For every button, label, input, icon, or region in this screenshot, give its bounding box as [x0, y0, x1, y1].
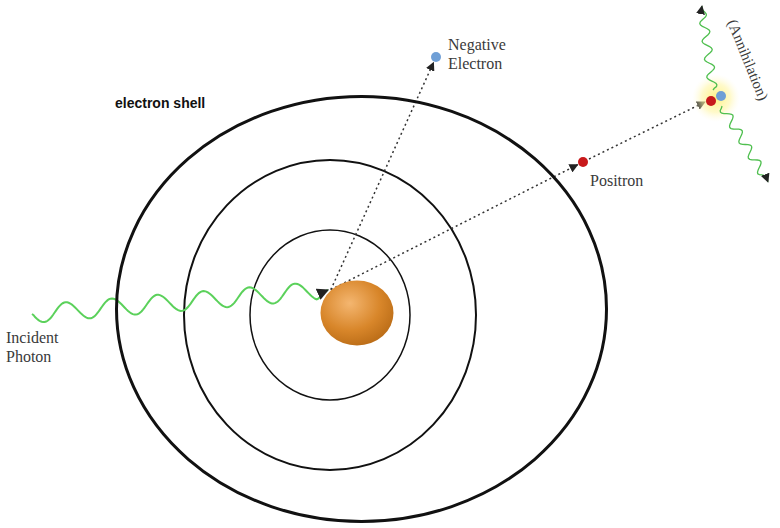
positron-path [589, 102, 705, 159]
nucleus-shape [320, 280, 394, 346]
annihilation-label: (Annihilation) [723, 17, 772, 103]
gamma-ray-wave [720, 106, 768, 182]
annihilating-positron [706, 96, 716, 106]
gamma-ray-wave [700, 6, 717, 90]
node-text: electron shell [115, 95, 205, 112]
inner-shell-ring [250, 230, 410, 400]
node-text: Negative Electron [448, 35, 528, 73]
positron-particle: Positron [578, 157, 588, 167]
nucleus-shape [321, 281, 394, 346]
nucleus: Nucleus [320, 280, 394, 346]
electron-shell: Nucleus electron shell [115, 95, 608, 523]
annihilating-electron [716, 91, 726, 101]
emission-path [331, 165, 578, 290]
incident-photon-wave [32, 284, 328, 322]
middle-shell-ring [184, 160, 476, 470]
electron-particle: Negative Electron [431, 52, 441, 62]
node-text: Positron [590, 171, 643, 190]
photon-label: Incident Photon [6, 328, 86, 366]
outer-shell-ring [117, 97, 607, 522]
